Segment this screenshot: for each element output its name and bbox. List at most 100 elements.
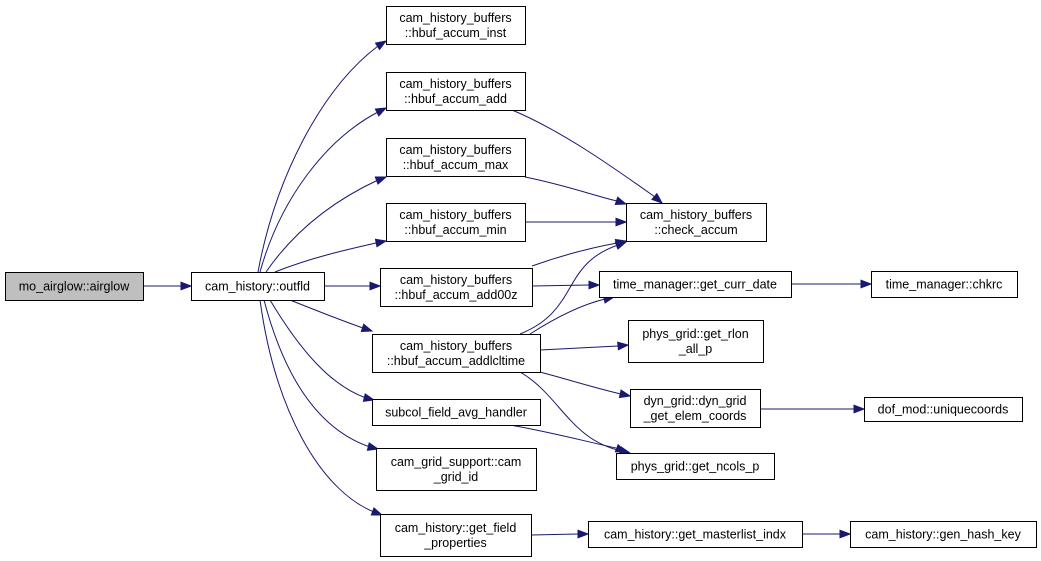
- node-box: [380, 268, 533, 307]
- edge-get_field_properties-to-get_masterlist_indx: [530, 529, 590, 539]
- node-box: [380, 514, 532, 557]
- edge-line: [259, 111, 379, 273]
- node-label-line: _properties: [423, 536, 487, 550]
- node-box: [871, 271, 1018, 298]
- node-label-line: cam_history::get_masterlist_indx: [604, 528, 787, 542]
- node-label-line: cam_history_buffers: [399, 143, 511, 157]
- node-box: [864, 397, 1023, 422]
- node-hbuf_accum_addlcltime[interactable]: cam_history_buffers::hbuf_accum_addlclti…: [372, 334, 541, 373]
- edge-outfld-to-hbuf_accum_max: [265, 176, 388, 273]
- node-label-line: subcol_field_avg_handler: [385, 406, 527, 420]
- edge-get_curr_date-to-chkrc: [791, 279, 873, 289]
- node-box: [616, 453, 775, 480]
- edge-line: [257, 45, 379, 273]
- node-label-line: mo_airglow::airglow: [19, 280, 130, 294]
- node-label-line: cam_history_buffers: [640, 208, 752, 222]
- arrow-head-icon: [366, 442, 380, 451]
- edge-outfld-to-hbuf_accum_add: [259, 107, 388, 273]
- edge-outfld-to-cam_grid_id: [263, 299, 380, 451]
- node-gen_hash_key[interactable]: cam_history::gen_hash_key: [850, 521, 1037, 548]
- node-label-line: dyn_grid::dyn_grid: [644, 394, 747, 408]
- node-uniquecoords[interactable]: dof_mod::uniquecoords: [864, 397, 1023, 422]
- edge-line: [531, 284, 590, 287]
- node-subcol_field_avg_handler[interactable]: subcol_field_avg_handler: [372, 399, 541, 426]
- node-label-line: ::hbuf_accum_min: [404, 223, 506, 237]
- node-label-line: cam_grid_support::cam: [391, 455, 522, 469]
- edge-outfld-to-hbuf_accum_min: [274, 238, 388, 273]
- edge-hbuf_accum_addlcltime-to-get_elem_coords: [539, 371, 632, 399]
- edge-outfld-to-hbuf_accum_inst: [257, 40, 388, 273]
- edge-outfld-to-hbuf_accum_addlcltime: [289, 299, 374, 332]
- arrow-head-icon: [374, 107, 388, 117]
- node-label-line: _grid_id: [433, 470, 479, 484]
- node-airglow[interactable]: mo_airglow::airglow: [5, 272, 144, 301]
- edge-line: [539, 371, 622, 395]
- arrow-head-icon: [615, 217, 628, 227]
- node-label-line: ::hbuf_accum_add00z: [394, 288, 517, 302]
- edge-hbuf_accum_addlcltime-to-check_accum: [519, 241, 628, 335]
- edge-get_masterlist_indx-to-gen_hash_key: [802, 529, 852, 539]
- arrow-head-icon: [588, 280, 601, 290]
- arrow-head-icon: [839, 529, 852, 539]
- edge-hbuf_accum_max-to-check_accum: [524, 176, 628, 205]
- node-box: [386, 203, 526, 242]
- edge-hbuf_accum_add00z-to-get_curr_date: [531, 280, 601, 290]
- node-hbuf_accum_inst[interactable]: cam_history_buffers::hbuf_accum_inst: [386, 6, 526, 45]
- edge-line: [519, 244, 619, 335]
- node-label-line: cam_history_buffers: [400, 273, 512, 287]
- node-label-line: dof_mod::uniquecoords: [878, 403, 1009, 417]
- edge-line: [530, 533, 579, 536]
- edges-layer: [143, 40, 873, 539]
- arrow-head-icon: [369, 281, 382, 291]
- node-label-line: cam_history_buffers: [399, 208, 511, 222]
- node-hbuf_accum_add[interactable]: cam_history_buffers::hbuf_accum_add: [386, 72, 526, 111]
- node-get_masterlist_indx[interactable]: cam_history::get_masterlist_indx: [588, 521, 803, 548]
- node-label-line: cam_history_buffers: [400, 339, 512, 353]
- edge-line: [265, 179, 379, 273]
- node-get_rlon_all_p[interactable]: phys_grid::get_rlon_all_p: [628, 320, 764, 363]
- node-get_field_properties[interactable]: cam_history::get_field_properties: [380, 514, 532, 557]
- node-box: [588, 521, 803, 548]
- arrow-head-icon: [853, 404, 866, 414]
- node-box: [386, 6, 526, 45]
- edge-hbuf_accum_add00z-to-check_accum: [531, 238, 628, 267]
- node-hbuf_accum_max[interactable]: cam_history_buffers::hbuf_accum_max: [386, 138, 526, 177]
- node-outfld[interactable]: cam_history::outfld: [191, 272, 325, 301]
- edge-hbuf_accum_addlcltime-to-get_rlon_all_p: [539, 341, 630, 351]
- node-hbuf_accum_min[interactable]: cam_history_buffers::hbuf_accum_min: [386, 203, 526, 242]
- arrow-head-icon: [651, 192, 664, 204]
- node-cam_grid_id[interactable]: cam_grid_support::cam_grid_id: [376, 448, 537, 491]
- arrow-head-icon: [180, 281, 193, 291]
- node-box: [376, 448, 537, 491]
- node-label-line: cam_history::gen_hash_key: [865, 528, 1021, 542]
- edge-outfld-to-hbuf_accum_add00z: [324, 281, 382, 291]
- edge-subcol_field_avg_handler-to-get_ncols_p: [509, 424, 628, 453]
- node-label-line: phys_grid::get_rlon: [642, 327, 748, 341]
- edge-hbuf_accum_addlcltime-to-get_curr_date: [529, 294, 616, 335]
- edge-line: [531, 242, 618, 267]
- node-box: [630, 389, 761, 428]
- node-chkrc[interactable]: time_manager::chkrc: [871, 271, 1018, 298]
- edge-hbuf_accum_min-to-check_accum: [525, 217, 628, 227]
- edge-line: [269, 299, 367, 399]
- edge-outfld-to-get_field_properties: [259, 299, 384, 516]
- edge-airglow-to-outfld: [143, 281, 193, 291]
- node-get_curr_date[interactable]: time_manager::get_curr_date: [599, 271, 792, 298]
- arrow-head-icon: [614, 443, 628, 453]
- node-label-line: _get_elem_coords: [643, 409, 747, 423]
- arrow-head-icon: [617, 341, 630, 351]
- arrow-head-icon: [618, 389, 632, 399]
- node-check_accum[interactable]: cam_history_buffers::check_accum: [626, 203, 767, 242]
- edge-line: [274, 242, 377, 273]
- node-get_ncols_p[interactable]: phys_grid::get_ncols_p: [616, 453, 775, 480]
- arrow-head-icon: [374, 40, 388, 51]
- node-get_elem_coords[interactable]: dyn_grid::dyn_grid_get_elem_coords: [630, 389, 761, 428]
- node-hbuf_accum_add00z[interactable]: cam_history_buffers::hbuf_accum_add00z: [380, 268, 533, 307]
- edge-line: [259, 299, 375, 513]
- edge-line: [289, 299, 364, 329]
- edge-line: [539, 345, 619, 351]
- node-box: [5, 272, 144, 301]
- edge-get_elem_coords-to-uniquecoords: [760, 404, 866, 414]
